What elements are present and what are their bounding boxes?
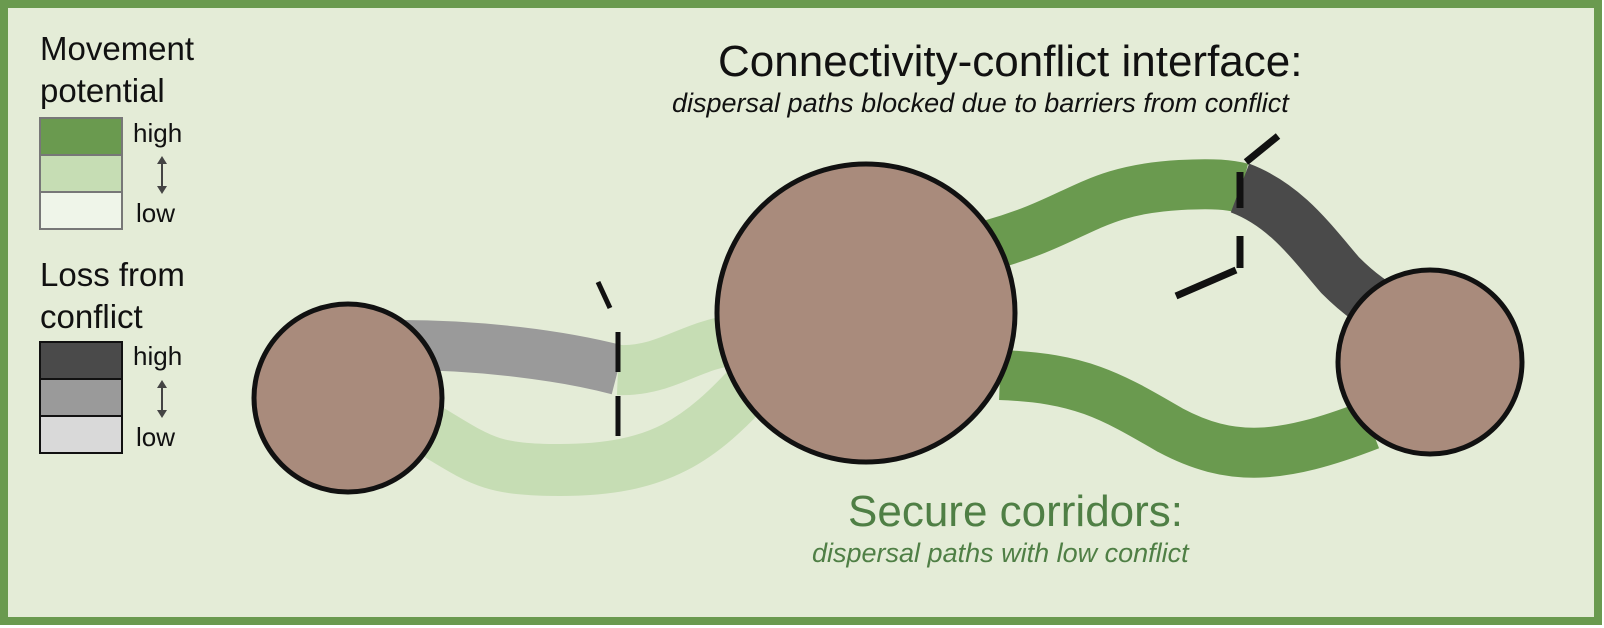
corridor-left-lower-light — [416, 362, 775, 497]
legend-movement-title-line2: potential — [40, 72, 165, 109]
legend-movement-title-line1: Movement — [40, 30, 195, 67]
habitat-patch-center — [714, 161, 1018, 465]
corridor-left-upper-light — [616, 315, 739, 396]
legend-loss-high-label: high — [133, 341, 183, 371]
habitat-patch-right — [1335, 267, 1525, 457]
double-arrow-icon — [157, 156, 167, 194]
legend-loss-title-line1: Loss from — [40, 256, 185, 293]
legend-movement-low-label: low — [136, 198, 176, 228]
habitat-patch-left — [251, 301, 445, 495]
legend-movement-high-label: high — [133, 118, 183, 148]
barrier-dash-icon — [595, 280, 621, 436]
interface-title: Connectivity-conflict interface: — [718, 37, 1303, 86]
corridor-lower-right-green — [998, 350, 1380, 478]
corridor-upper-right-green — [983, 159, 1249, 270]
interface-subtitle: dispersal paths blocked due to barriers … — [672, 88, 1289, 118]
barrier-dash-icon — [1174, 133, 1281, 300]
double-arrow-icon — [157, 380, 167, 418]
legend-movement-high-swatch — [39, 117, 123, 156]
legend-movement-low-swatch — [39, 191, 123, 230]
legend-loss-low-swatch — [39, 415, 123, 454]
secure-title: Secure corridors: — [848, 487, 1184, 536]
legend-loss-mid-swatch — [39, 378, 123, 417]
secure-subtitle: dispersal paths with low conflict — [812, 538, 1189, 568]
corridor-left-upper-gray — [399, 320, 625, 395]
legend-loss-low-label: low — [136, 422, 176, 452]
legend-loss-title-line2: conflict — [40, 298, 143, 335]
legend-movement-mid-swatch — [39, 154, 123, 193]
legend-loss-high-swatch — [39, 341, 123, 380]
